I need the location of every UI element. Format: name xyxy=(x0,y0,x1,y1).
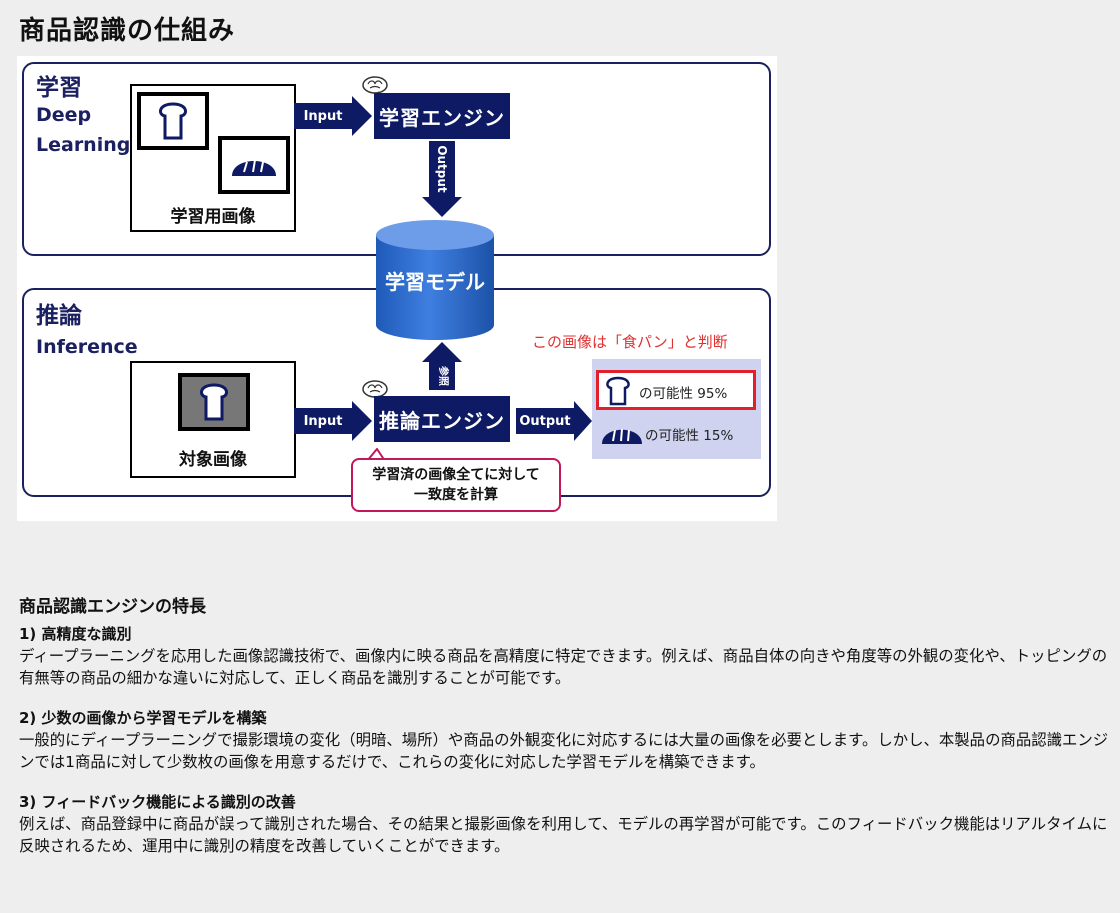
learning-images-box: 学習用画像 xyxy=(130,84,296,232)
features-heading: 商品認識エンジンの特長 xyxy=(19,597,206,617)
recognition-diagram: 学習 Deep Learning 推論 Inference 学習用画像 Inpu… xyxy=(17,56,777,521)
inference-input-arrowhead xyxy=(352,401,372,441)
learning-subtitle-1: Deep xyxy=(36,104,92,126)
result-row-1: の可能性 95% xyxy=(596,370,756,410)
inference-subtitle: Inference xyxy=(36,336,138,358)
inference-output-arrow: Output xyxy=(516,408,574,434)
database-cylinder-icon xyxy=(376,220,494,340)
page-title: 商品認識の仕組み xyxy=(19,16,236,46)
inference-title: 推論 xyxy=(36,303,82,329)
reference-label: 参照 xyxy=(437,366,448,386)
bread-loaf-icon xyxy=(200,383,228,421)
learning-engine: 学習エンジン xyxy=(374,93,510,139)
target-images-label: 対象画像 xyxy=(179,450,247,470)
bread-loaf-icon xyxy=(606,376,630,406)
learning-image-1 xyxy=(137,92,209,150)
callout-line-1: 学習済の画像全てに対して xyxy=(372,467,540,483)
result-row-2: の可能性 15% xyxy=(596,419,756,449)
learning-images-label: 学習用画像 xyxy=(170,207,256,227)
result-text-2: の可能性 15% xyxy=(645,428,734,444)
result-text-1: の可能性 95% xyxy=(639,386,728,402)
inference-output-arrowhead xyxy=(574,401,592,441)
feature-body-3: 例えば、商品登録中に商品が誤って識別された場合、その結果と撮影画像を利用して、モ… xyxy=(19,815,1108,855)
decision-label: この画像は「食パン」と判断 xyxy=(532,333,728,351)
round-bread-icon xyxy=(232,159,276,176)
learning-output-label: Output xyxy=(435,145,449,193)
bread-loaf-icon xyxy=(159,102,187,140)
target-images-box: 対象画像 xyxy=(130,361,296,478)
feature-title-2: 2) 少数の画像から学習モデルを構築 xyxy=(19,709,267,727)
model-label: 学習モデル xyxy=(385,270,485,294)
reference-arrowhead xyxy=(422,342,462,362)
inference-input-arrow: Input xyxy=(294,408,352,434)
results-panel: の可能性 95% の可能性 15% xyxy=(592,359,761,459)
feature-title-3: 3) フィードバック機能による識別の改善 xyxy=(19,793,296,811)
callout-line-2: 一致度を計算 xyxy=(414,487,498,503)
learning-input-arrowhead xyxy=(352,96,372,136)
target-image xyxy=(178,373,250,431)
feature-body-1: ディープラーニングを応用した画像認識技術で、画像内に映る商品を高精度に特定できま… xyxy=(19,647,1108,687)
learning-output-arrow: Output xyxy=(429,141,455,197)
reference-arrow: 参照 xyxy=(429,362,455,390)
learning-output-arrowhead xyxy=(422,197,462,217)
feature-body-2: 一般的にディープラーニングで撮影環境の変化（明暗、場所）や商品の外観変化に対応す… xyxy=(19,731,1109,771)
features-section: 商品認識エンジンの特長 1) 高精度な識別 ディープラーニングを応用した画像認識… xyxy=(19,592,1119,875)
round-bread-icon xyxy=(602,428,642,444)
inference-engine: 推論エンジン xyxy=(374,396,510,442)
feature-title-1: 1) 高精度な識別 xyxy=(19,625,132,643)
learning-subtitle-2: Learning xyxy=(36,134,131,156)
learning-title: 学習 xyxy=(36,75,82,101)
brain-icon xyxy=(362,76,388,98)
brain-icon xyxy=(362,380,388,402)
learning-image-2 xyxy=(218,136,290,194)
learning-input-arrow: Input xyxy=(294,103,352,129)
calculation-callout: 学習済の画像全てに対して 一致度を計算 xyxy=(351,458,561,512)
